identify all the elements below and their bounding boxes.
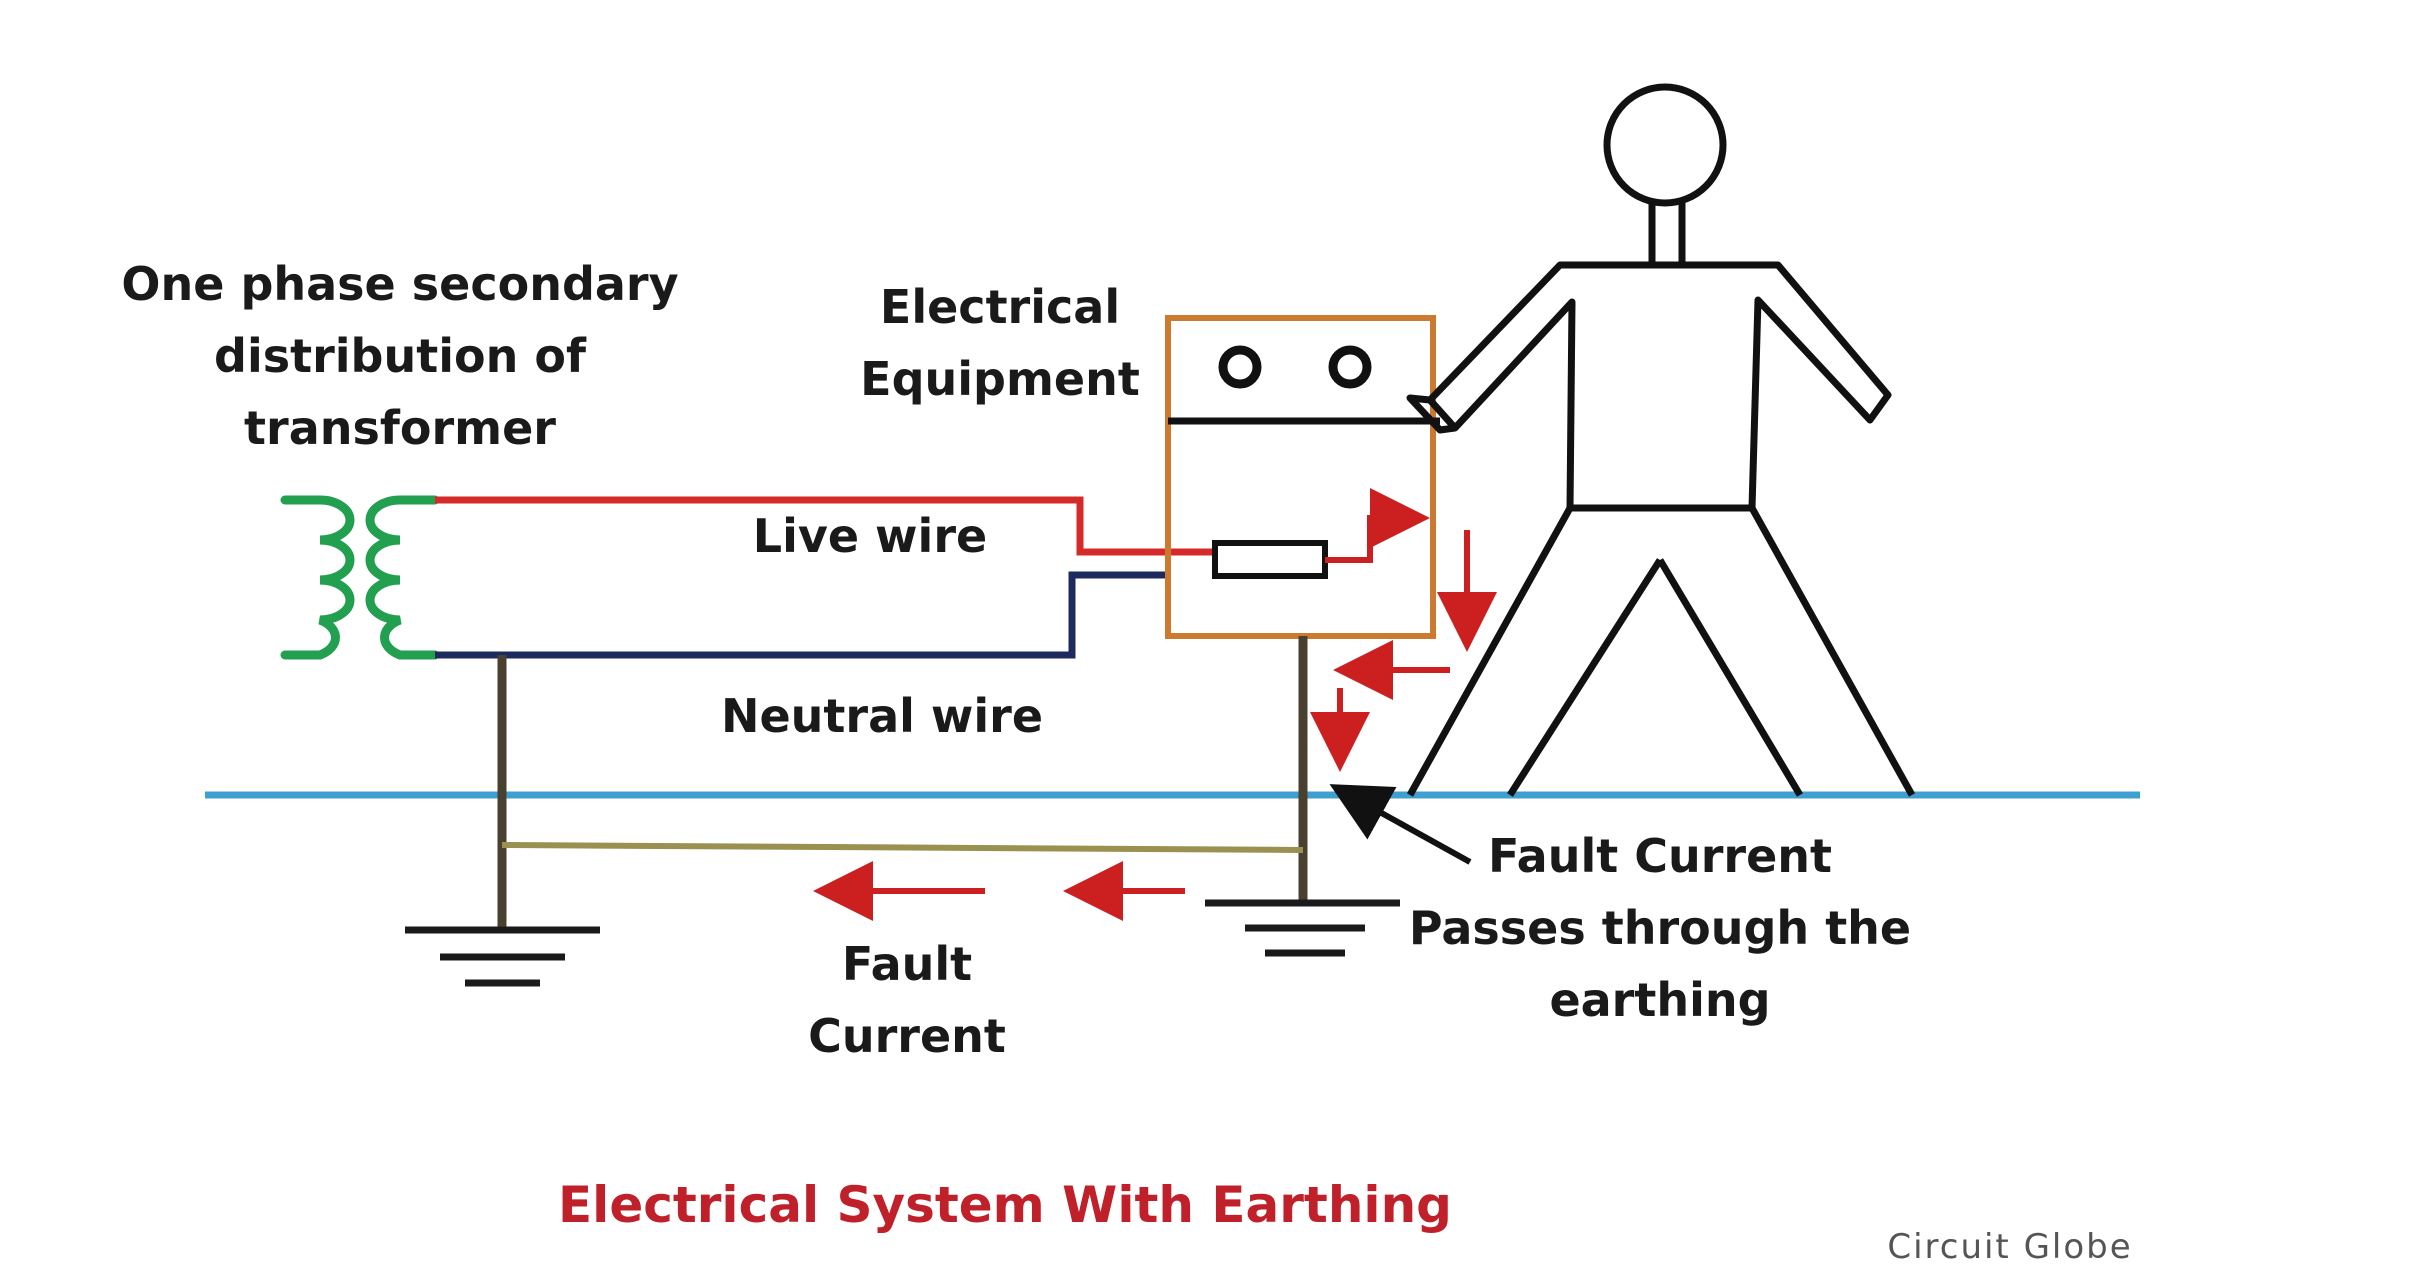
equipment-label-line1: Electrical [880,280,1120,334]
person-neck [1648,203,1686,265]
person-body [1426,261,1892,512]
fault-current-ground-line1: Fault [842,937,972,991]
equipment-label-line2: Equipment [860,352,1140,406]
fault-current-earthing-line3: earthing [1549,973,1770,1027]
fault-current-ground-line2: Current [808,1009,1006,1063]
fault-current-ground-label: Fault Current [808,937,1006,1063]
diagram-title: Electrical System With Earthing [558,1176,1452,1234]
person-hand-left [1406,394,1456,434]
fault-current-arrows [813,488,1497,921]
transformer-symbol [280,495,440,660]
fault-current-earthing-line1: Fault Current [1488,829,1832,883]
person-legs [1406,506,1916,797]
live-wire [435,496,1215,556]
socket-hole-left [1218,345,1262,389]
equipment-enclosure [1165,315,1436,639]
equipment-label: Electrical Equipment [860,280,1140,406]
equipment-earth-symbol [1205,899,1400,957]
fault-current-earthing-line2: Passes through the [1409,901,1911,955]
transformer-earth-symbol [405,926,600,987]
fault-current-earthing-label: Fault Current Passes through the earthin… [1409,829,1911,1027]
arrow-fault-path [1325,488,1430,563]
watermark: Circuit Globe [1887,1227,2132,1267]
neutral-wire [435,571,1168,659]
transformer-label: One phase secondary distribution of tran… [121,257,678,455]
person-head [1603,83,1727,207]
transformer-label-line2: distribution of [214,329,587,383]
live-wire-label: Live wire [753,509,987,563]
fault-element [1212,540,1328,579]
transformer-label-line1: One phase secondary [121,257,678,311]
transformer-label-line3: transformer [244,401,556,455]
neutral-wire-label: Neutral wire [721,689,1043,743]
person-figure [1406,83,1916,797]
socket-hole-right [1328,345,1372,389]
earthing-pointer-arrow [1329,784,1472,865]
earth-conductor [501,842,1304,853]
